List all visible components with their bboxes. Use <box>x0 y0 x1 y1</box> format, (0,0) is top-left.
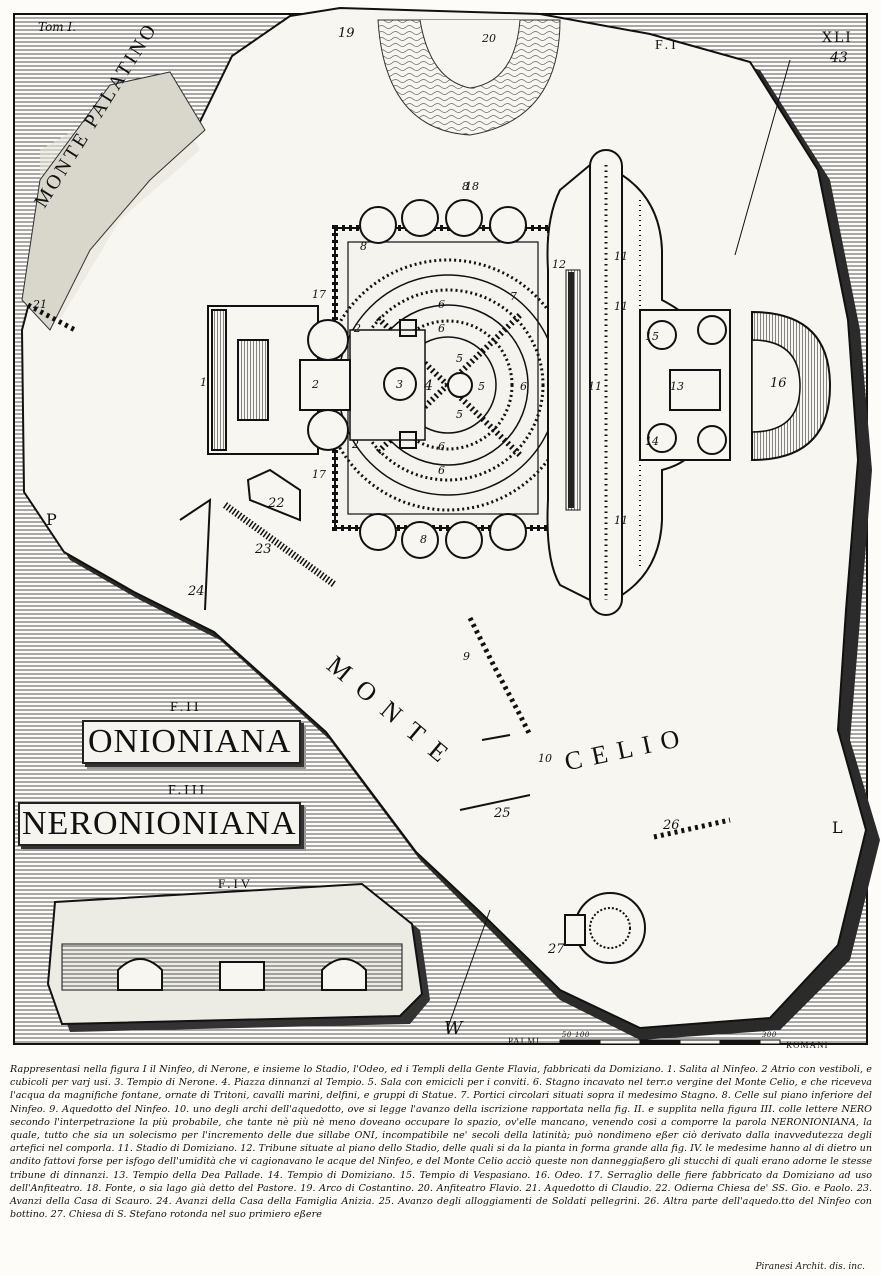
compass-w-label: W <box>444 1018 463 1039</box>
map-number: 27 <box>548 942 565 957</box>
fig4-label: F.IV <box>218 876 254 891</box>
map-number: 10 <box>538 752 552 765</box>
map-number: 4 <box>424 378 433 394</box>
map-number: 8 <box>360 240 367 253</box>
scale-label-left: PALMI <box>508 1036 541 1046</box>
compass-p-label: P <box>46 510 57 529</box>
map-number: 20 <box>482 32 496 45</box>
scale-label-mid: 50 100 <box>562 1030 590 1039</box>
west-vestibules <box>207 305 351 455</box>
map-number: 11 <box>614 300 628 313</box>
map-number: 5 <box>456 352 463 365</box>
map-number: 6 <box>438 298 445 311</box>
fig1-label: F.I <box>655 38 679 53</box>
map-number: 2 <box>354 322 361 335</box>
temples-east <box>639 309 731 461</box>
map-number: 13 <box>670 380 684 393</box>
map-number: 15 <box>645 330 659 343</box>
fig2-inscription-tablet: ONIONIANA <box>82 720 301 764</box>
scale-bar <box>559 1039 781 1045</box>
engraver-signature: Piranesi Archit. dis. inc. <box>755 1262 866 1272</box>
ground-plan-map <box>13 6 880 1045</box>
scale-label-right: ROMANI <box>786 1040 829 1050</box>
scale-label-mid2: 300 <box>762 1030 777 1039</box>
map-number: 25 <box>494 806 511 821</box>
fig3-inscription: NERONIONIANA <box>22 805 297 842</box>
santo-stefano <box>564 892 646 964</box>
map-number: 5 <box>478 380 485 393</box>
map-number: 8 <box>420 533 427 546</box>
fig4-niches <box>117 958 367 991</box>
map-number: 11 <box>614 250 628 263</box>
map-number: 22 <box>268 496 285 511</box>
fig2-label: F.II <box>170 700 202 715</box>
palatino-ridge <box>21 71 206 331</box>
fig3-inscription-tablet: NERONIONIANA <box>18 802 301 846</box>
engraved-plate: Tom I. XLI 43 F.I MONTE PALATINO MONTE C… <box>13 6 880 1050</box>
compass-e-label: L <box>832 818 843 837</box>
volume-label: Tom I. <box>38 20 77 34</box>
plate-number: XLI <box>822 30 853 46</box>
compass-north-label: 43 <box>830 50 848 66</box>
map-number: 6 <box>438 464 445 477</box>
map-number: 19 <box>338 26 355 41</box>
map-number: 23 <box>255 542 272 557</box>
map-number: 24 <box>188 584 205 599</box>
map-number: 26 <box>663 818 680 833</box>
map-number: 8 <box>462 180 469 193</box>
fig3-label: F.III <box>168 783 208 798</box>
map-number: 21 <box>33 298 47 311</box>
map-number: 17 <box>312 288 326 301</box>
map-number: 16 <box>770 376 787 391</box>
map-number: 6 <box>438 440 445 453</box>
map-number: 7 <box>510 290 517 303</box>
map-number: 6 <box>520 380 527 393</box>
plate-caption: Rappresentasi nella figura I il Ninfeo, … <box>10 1064 872 1221</box>
map-number: 12 <box>552 258 566 271</box>
map-number: 6 <box>438 322 445 335</box>
map-number: 1 <box>200 376 207 389</box>
map-number: 14 <box>645 435 659 448</box>
ruin-fragments <box>179 468 531 811</box>
map-number: 17 <box>312 468 326 481</box>
map-number: 5 <box>456 408 463 421</box>
bottom-apses <box>359 513 527 559</box>
aqueducts <box>26 302 731 840</box>
map-number: 11 <box>614 514 628 527</box>
map-number: 2 <box>352 438 359 451</box>
map-number: 9 <box>463 650 470 663</box>
map-number: 11 <box>588 380 602 393</box>
top-apses <box>359 199 527 244</box>
fig2-inscription: ONIONIANA <box>88 723 292 760</box>
map-number: 2 <box>312 378 319 391</box>
map-number: 18 <box>465 180 479 193</box>
map-number: 3 <box>396 378 403 391</box>
